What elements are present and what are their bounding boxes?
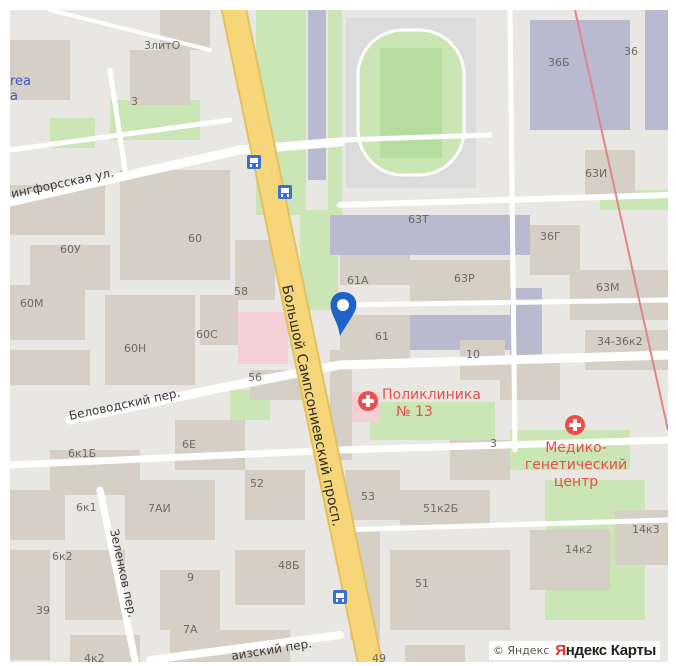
building-number: 51к2Б: [423, 502, 458, 515]
building-number: 60У: [60, 243, 81, 256]
stadium: [346, 18, 476, 188]
map-canvas[interactable]: ингфорсская ул. Большой Сампсониевский п…: [10, 10, 668, 662]
bus-stop-icon[interactable]: [278, 185, 292, 199]
main-avenue: [220, 10, 384, 662]
poi-genetic-line1: Медико-: [545, 440, 607, 456]
location-pin-icon[interactable]: [330, 292, 357, 336]
yandex-maps-logo[interactable]: Яндекс Карты: [555, 642, 656, 659]
building-number: 60С: [196, 328, 218, 341]
poi-polyclinic[interactable]: Поликлиника № 13: [358, 387, 481, 420]
building-number: 58: [234, 285, 248, 298]
building-number: 60: [188, 232, 202, 245]
building-number: 39: [36, 604, 50, 617]
map-view[interactable]: ингфорсская ул. Большой Сампсониевский п…: [10, 10, 668, 662]
building-number: 53: [361, 490, 375, 503]
brand-letter: Я: [555, 642, 566, 659]
building-number: 6Е: [182, 438, 196, 451]
building-number: 63И: [585, 167, 607, 180]
area-label-fragment-top: rea: [10, 74, 31, 89]
building-number: 4к2: [84, 652, 105, 662]
building-number: 63Р: [454, 272, 475, 285]
building-number: 60Н: [124, 342, 146, 355]
park-areas: [50, 10, 668, 620]
building-number-labels: 3 3литО 36Б 36 63И 63Т 36Г 60 60У 60М 61…: [20, 39, 660, 662]
building-number: 14к3: [632, 523, 660, 536]
bus-stop-icon[interactable]: [333, 590, 347, 604]
side-roads: [10, 10, 668, 662]
area-label-fragment-bottom: а: [10, 89, 18, 104]
building-number: 14к2: [565, 543, 593, 556]
building-number: 61: [375, 330, 389, 343]
building-number: 3литО: [144, 39, 181, 52]
building-number: 10: [466, 348, 480, 361]
building-number: 36Г: [540, 230, 561, 243]
building-number: 7А: [183, 623, 198, 636]
building-number: 6к2: [52, 550, 73, 563]
building-number: 49: [372, 652, 386, 662]
building-number: 7АИ: [148, 502, 171, 515]
railway-line: [574, 10, 668, 431]
building-number: 36Б: [548, 56, 570, 69]
building-number: 61А: [347, 274, 369, 287]
copyright-text: © Яндекс: [492, 644, 550, 657]
building-number: 56: [248, 371, 262, 384]
building-number: 34-36к2: [597, 335, 643, 348]
poi-polyclinic-name: Поликлиника: [382, 387, 481, 403]
building-number: 63М: [596, 281, 620, 294]
building-number: 6к1: [76, 501, 97, 514]
bus-stop-icon[interactable]: [247, 155, 261, 169]
brand-rest: ндекс Карты: [565, 642, 657, 659]
poi-genetic-line3: центр: [554, 474, 598, 490]
building-number: 36: [624, 45, 638, 58]
building-number: 9: [187, 571, 194, 584]
building-number: 3: [490, 437, 497, 450]
building-number: 60М: [20, 297, 44, 310]
building-number: 48Б: [278, 559, 300, 572]
poi-polyclinic-number: № 13: [396, 404, 433, 420]
poi-genetic-center[interactable]: Медико- генетический центр: [525, 415, 627, 490]
map-attribution[interactable]: © Яндекс Яндекс Карты: [488, 641, 660, 660]
poi-genetic-line2: генетический: [525, 457, 627, 473]
building-number: 52: [250, 477, 264, 490]
building-number: 63Т: [408, 213, 429, 226]
building-number: 6к1Б: [68, 447, 96, 460]
medical-area: [238, 312, 288, 364]
building-number: 51: [415, 577, 429, 590]
building-number: 3: [131, 95, 138, 108]
